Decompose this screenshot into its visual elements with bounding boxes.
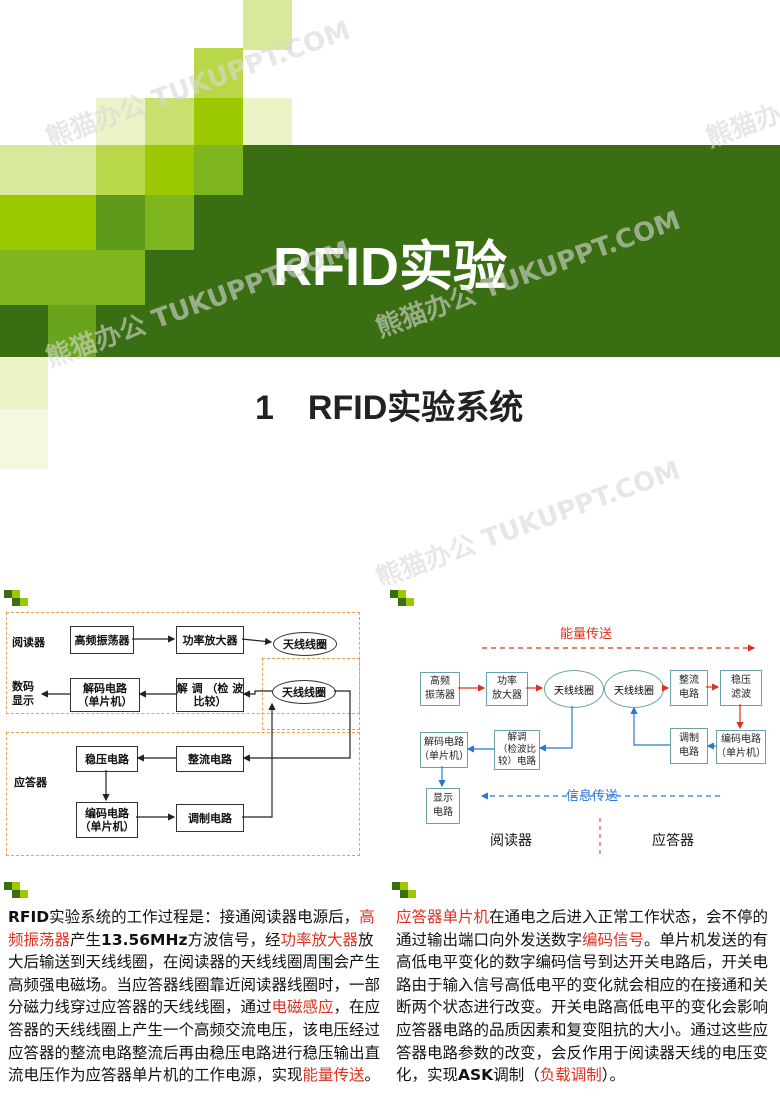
text-segment: 产生 <box>70 930 102 949</box>
hf-oscillator-block: 高频 振荡器 <box>420 672 460 706</box>
highlight-oscillator: 高频振荡器 <box>8 908 375 949</box>
slide-marker-icon <box>4 590 28 614</box>
modulator-block: 调制电路 <box>176 804 244 832</box>
reader-antenna-block: 天线线圈 <box>273 632 337 656</box>
text-segment: ）。 <box>601 1066 625 1085</box>
tag-antenna-ellipse: 天线线圈 <box>604 670 664 708</box>
deco-square <box>243 0 292 50</box>
tag-antenna-block: 天线线圈 <box>272 680 336 704</box>
rectifier-block: 整流 电路 <box>670 670 708 706</box>
energy-transfer-label: 能量传送 <box>560 627 613 642</box>
text-segment: 实验系统的工作过程是：接通阅读器电源后， <box>49 908 360 926</box>
deco-square <box>243 98 292 145</box>
encoder-block: 编码电路 （单片机） <box>716 730 766 764</box>
watermark: 熊猫办公 TUKUPPT.COM <box>372 455 685 585</box>
text-segment: 方波信号，经 <box>187 930 281 949</box>
encoder-block: 编码电路 （单片机） <box>76 802 138 838</box>
reader-antenna-ellipse: 天线线圈 <box>544 670 604 708</box>
deco-square <box>96 250 145 305</box>
highlight-mcu: 应答器单片机 <box>396 908 490 926</box>
deco-square <box>96 98 145 145</box>
regulator-filter-block: 稳压 滤波 <box>720 670 762 706</box>
deco-square <box>0 357 48 409</box>
section-title: RFID实验系统 <box>307 389 524 427</box>
decoder-block: 解码电路 （单片机） <box>70 678 140 712</box>
responder-side-label: 应答器 <box>652 833 694 849</box>
left-diagram-connectors <box>40 635 351 821</box>
deco-square <box>194 48 243 98</box>
highlight-induction: 电磁感应 <box>271 998 334 1017</box>
deco-square <box>96 195 145 250</box>
deco-square <box>145 195 194 250</box>
deco-square <box>194 145 243 195</box>
watermark: 熊猫办公 TUKUPPT.COM <box>702 16 780 154</box>
deco-square <box>0 195 96 250</box>
title-slide: RFID实验 1 RFID实验系统 熊猫办公 TUKUPPT.COM 熊猫办公 T… <box>0 0 780 585</box>
deco-square <box>194 98 243 145</box>
demodulator-block: 解 调 （检 波 比较） <box>176 678 244 712</box>
text-segment: 在通电之后进入正常工作状态，会不停的通过输出端口向外发送数字 <box>396 908 769 949</box>
text-frequency: 13.56MHz <box>101 930 188 949</box>
left-description: RFID实验系统的工作过程是：接通阅读器电源后，高频振荡器产生13.56MHz方… <box>8 906 384 1087</box>
reader-label: 阅读器 <box>12 636 45 649</box>
text-segment: 调制（ <box>493 1066 540 1085</box>
text-rfid: RFID <box>8 908 50 926</box>
text-segment: 。单片机发送的有高低电平变化的数字编码信号到达开关电路后，开关电路由于输入信号高… <box>396 930 769 1085</box>
highlight-code: 编码信号 <box>582 930 645 949</box>
highlight-energy: 能量传送 <box>302 1066 365 1085</box>
text-ask: ASK <box>458 1066 494 1085</box>
text-segment: 放大后输送到天线线圈，在阅读器的天线线圈周围会产生高频强电磁场。当应答器线圈靠近… <box>8 930 381 1017</box>
deco-square <box>96 145 145 195</box>
display-label: 数码 显示 <box>12 680 34 707</box>
slide-title: RFID实验 <box>273 237 507 297</box>
power-amp-block: 功率 放大器 <box>486 672 528 706</box>
deco-square <box>145 145 194 195</box>
text-segment: 。 <box>364 1066 381 1085</box>
oscillator-block: 高频振荡器 <box>70 626 134 654</box>
section-number: 1 <box>255 389 274 427</box>
slide-marker-icon <box>392 882 416 906</box>
slide-marker-icon <box>4 882 28 906</box>
right-description: 应答器单片机在通电之后进入正常工作状态，会不停的通过输出端口向外发送数字编码信号… <box>396 906 776 1087</box>
demodulator-block: 解调 （检波比 较）电路 <box>494 730 540 770</box>
highlight-load-mod: 负载调制 <box>539 1066 602 1085</box>
text-segment: ，在应答器的天线线圈上产生一个高频交流电压，该电压经过应答器的整流电路整流后再由… <box>8 998 381 1085</box>
modulator-block: 调制 电路 <box>670 728 708 764</box>
amplifier-block: 功率放大器 <box>176 626 244 654</box>
display-block: 显示 电路 <box>426 788 460 824</box>
deco-square <box>0 409 48 469</box>
slide-subtitle: 1 RFID实验系统 <box>255 380 523 429</box>
right-diagram-connectors <box>438 644 756 858</box>
deco-square <box>0 250 96 305</box>
deco-square <box>145 98 194 145</box>
left-block-diagram: 阅读器 数码 显示 应答器 高频振荡器 功率放大器 天线线圈 解码电路 （单片机… <box>0 590 390 890</box>
slide-marker-icon <box>390 590 414 614</box>
right-block-diagram: 能量传送 信息传送 阅读器 应答器 高频 振荡器 功率 放大器 天线线圈 天线线… <box>390 590 780 890</box>
deco-square <box>0 145 96 195</box>
highlight-amplifier: 功率放大器 <box>280 930 359 949</box>
antenna-group-box <box>262 658 360 730</box>
deco-square <box>48 305 96 357</box>
responder-label: 应答器 <box>14 776 47 789</box>
reader-side-label: 阅读器 <box>490 833 532 849</box>
rectifier-block: 整流电路 <box>176 746 244 772</box>
responder-group-box <box>6 732 360 856</box>
